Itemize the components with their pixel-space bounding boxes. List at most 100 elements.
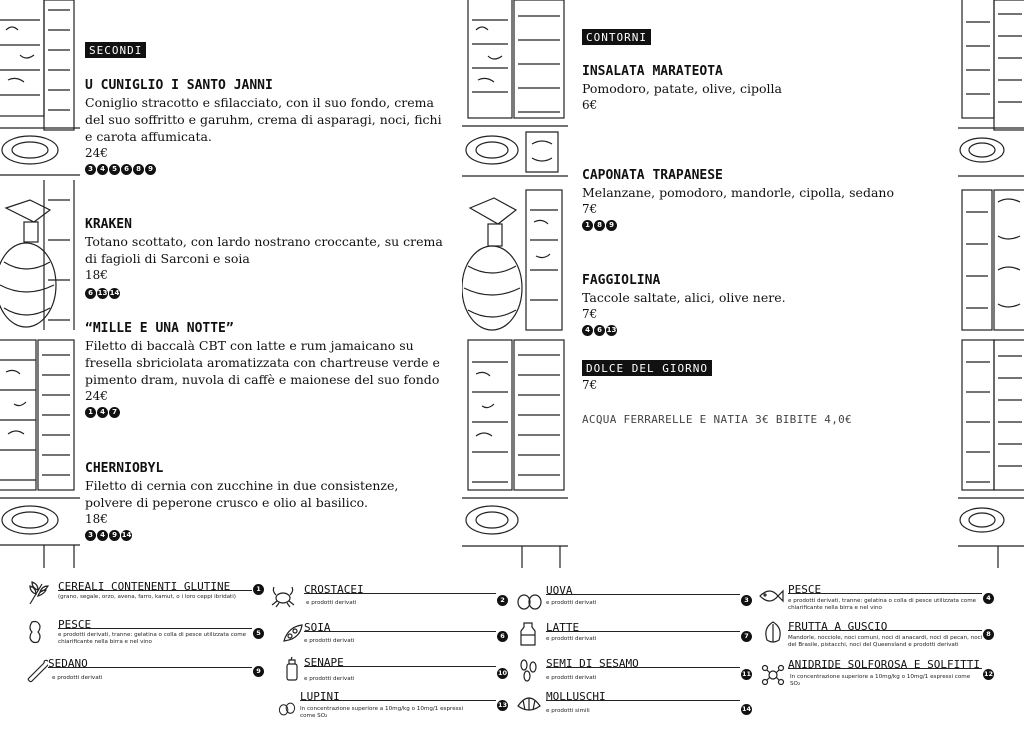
legend-item: SOIA e prodotti derivati 6 [280,621,508,653]
legend-description: e prodotti derivati, tranne: gelatina o … [788,598,977,611]
allergen-badge: 14 [109,288,120,299]
dish-item: U CUNIGLIO I SANTO JANNI Coniglio straco… [85,77,450,175]
fish-icon [759,589,784,603]
legend-name: UOVA [546,584,576,597]
legend-item: LUPINI In concentrazione superiore a 10m… [276,690,508,722]
allergen-badge: 9 [109,530,120,541]
legend-item: SENAPE e prodotti derivati 10 [280,656,508,688]
dish-item: KRAKEN Totano scottato, con lardo nostra… [85,216,450,299]
nut-icon [765,621,781,643]
section-title-contorni: CONTORNI [582,29,651,45]
allergen-badge: 6 [85,288,96,299]
legend-item: ANIDRIDE SOLFOROSA E SOLFITTI In concent… [760,658,994,690]
allergen-badge: 1 [85,407,96,418]
legend-number: 13 [497,700,508,711]
legend-item: SEMI DI SESAMO e prodotti derivati 11 [516,657,752,689]
legend-description: In concentrazione superiore a 10mg/kg o … [790,674,971,687]
allergen-badge: 4 [97,407,108,418]
legend-item: CROSTACEI e prodotti derivati 2 [270,583,508,615]
dish-name: U CUNIGLIO I SANTO JANNI [85,78,273,93]
dish-description: Pomodoro, patate, olive, cipolla [582,81,782,96]
illustration-strip-middle [462,0,568,568]
dish-item: “MILLE E UNA NOTTE” Filetto di baccalà C… [85,320,450,418]
dish-item: INSALATA MARATEOTA Pomodoro, patate, oli… [582,63,922,114]
legend-description: e prodotti derivati [304,638,355,644]
allergen-badge: 4 [97,530,108,541]
legend-number: 3 [741,595,752,606]
allergen-badge: 4 [582,325,593,336]
allergen-badge: 5 [109,164,120,175]
dish-name: KRAKEN [85,217,132,232]
celery-icon [27,659,50,683]
legend-name: MOLLUSCHI [546,690,609,703]
crab-icon [271,586,295,608]
legend-item: FRUTTA A GUSCIO Mandorle, nocciole, noci… [760,620,994,652]
milk-icon [520,622,536,646]
legend-description: e prodotti derivati [546,636,597,642]
legend-description: e prodotti derivati [306,600,357,606]
dish-price: 18€ [85,512,108,526]
dish-description: Totano scottato, con lardo nostrano croc… [85,234,443,266]
dish-item: CAPONATA TRAPANESE Melanzane, pomodoro, … [582,167,917,231]
dish-price: 6€ [582,98,598,112]
legend-number: 6 [497,631,508,642]
legend-description: e prodotti derivati [546,675,597,681]
legend-item: PESCE e prodotti derivati, tranne: gelat… [24,618,264,650]
legend-item: SEDANO e prodotti derivati 9 [24,657,264,689]
legend-number: 11 [741,669,752,680]
legend-item: CEREALI CONTENENTI GLUTINE (grano, segal… [24,580,264,612]
legend-description: e prodotti simili [546,708,590,714]
legend-name: FRUTTA A GUSCIO [788,620,891,633]
eggs-icon [517,594,542,610]
allergen-badge: 3 [85,530,96,541]
legend-item: LATTE e prodotti derivati 7 [516,621,752,653]
illustration-strip-right [958,0,1024,568]
allergen-badge: 13 [97,288,108,299]
dish-price: 7€ [582,307,598,321]
dolce-price: 7€ [582,378,598,392]
illustration-strip-left [0,0,80,568]
legend-name: SOIA [304,621,334,634]
legend-description: In concentrazione superiore a 10mg/kg o … [300,706,464,719]
lupin-icon [278,702,296,716]
legend-description: e prodotti derivati [304,676,355,682]
dish-item: CHERNIOBYL Filetto di cernia con zucchin… [85,460,435,541]
legend-name: PESCE [58,618,95,631]
allergen-badge: 9 [606,220,617,231]
allergen-badge: 9 [145,164,156,175]
allergen-badge: 1 [582,220,593,231]
drinks-line: ACQUA FERRARELLE E NATIA 3€ BIBITE 4,0€ [582,413,852,426]
allergen-list: 1 4 7 [85,407,450,418]
allergen-badge: 6 [594,325,605,336]
dish-price: 24€ [85,146,108,160]
allergen-badge: 8 [133,164,144,175]
wheat-icon [29,581,49,605]
legend-number: 4 [983,593,994,604]
legend-name: SEMI DI SESAMO [546,657,642,670]
allergen-list: 3 4 9 14 [85,530,435,541]
legend-name: ANIDRIDE SOLFOROSA E SOLFITTI [788,658,984,671]
legend-item: UOVA e prodotti derivati 3 [516,584,752,616]
legend-item: PESCE e prodotti derivati, tranne: gelat… [758,583,994,615]
mustard-icon [286,656,298,681]
sesame-icon [520,659,537,682]
allergen-badge: 14 [121,530,132,541]
dish-description: Filetto di cernia con zucchine in due co… [85,478,399,510]
legend-name: CEREALI CONTENENTI GLUTINE [58,580,234,593]
allergen-list: 4 6 13 [582,325,922,336]
legend-number: 2 [497,595,508,606]
dish-price: 7€ [582,202,598,216]
legend-name: LATTE [546,621,583,634]
allergen-badge: 3 [85,164,96,175]
legend-name: SENAPE [304,656,347,669]
legend-number: 9 [253,666,264,677]
dish-price: 24€ [85,389,108,403]
legend-number: 14 [741,704,752,715]
section-title-dolce: DOLCE DEL GIORNO [582,360,712,376]
legend-description: e prodotti derivati [546,600,597,606]
legend-description: e prodotti derivati [52,675,103,681]
dish-description: Filetto di baccalà CBT con latte e rum j… [85,338,440,387]
legend-number: 5 [253,628,264,639]
peanut-icon [29,620,41,644]
legend-description: (grano, segale, orzo, avena, farro, kamu… [58,594,236,600]
